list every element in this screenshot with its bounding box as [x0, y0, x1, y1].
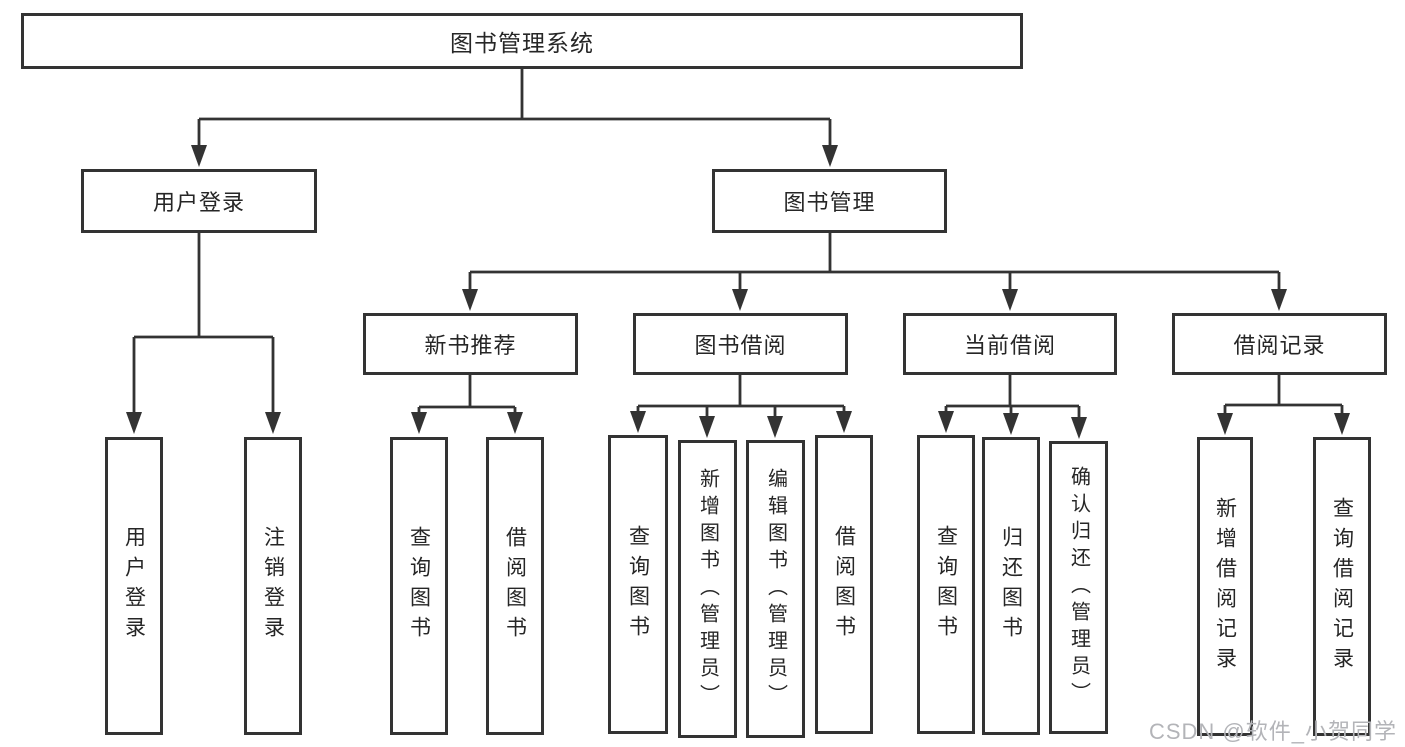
node-book-management-branch: 图书管理 [712, 169, 947, 233]
node-book-borrow: 图书借阅 [633, 313, 848, 375]
leaf-borrow-book-1: 借阅图书 [486, 437, 544, 735]
node-label: 借阅记录 [1233, 333, 1326, 358]
arrowheads [126, 145, 1350, 439]
node-label: 用户登录 [152, 190, 245, 215]
leaf-label: 编辑图书（管理员） [764, 467, 787, 711]
leaf-query-book-1: 查询图书 [390, 437, 448, 735]
leaf-confirm-return-admin: 确认归还（管理员） [1049, 441, 1108, 734]
node-label: 图书管理 [783, 190, 876, 215]
node-root-label: 图书管理系统 [450, 30, 594, 56]
leaf-query-book-2: 查询图书 [608, 435, 668, 734]
leaf-label: 归还图书 [999, 526, 1023, 646]
leaf-label: 查询图书 [626, 524, 650, 645]
leaf-logout: 注销登录 [244, 437, 302, 735]
leaf-query-borrow-record: 查询借阅记录 [1313, 437, 1371, 736]
csdn-watermark: CSDN @软件_小贺同学 [1148, 719, 1397, 744]
leaf-label: 确认归还（管理员） [1067, 466, 1090, 709]
leaf-add-borrow-record: 新增借阅记录 [1197, 437, 1253, 736]
leaf-label: 用户登录 [122, 526, 146, 646]
leaf-label: 查询借阅记录 [1330, 496, 1354, 677]
leaf-return-book: 归还图书 [982, 437, 1040, 735]
node-label: 当前借阅 [963, 333, 1056, 358]
node-borrow-record: 借阅记录 [1172, 313, 1387, 375]
leaf-edit-book-admin: 编辑图书（管理员） [746, 440, 805, 738]
leaf-label: 借阅图书 [832, 524, 856, 645]
leaf-label: 注销登录 [261, 526, 285, 646]
leaf-label: 新增借阅记录 [1213, 496, 1237, 677]
leaf-label: 新增图书（管理员） [696, 467, 719, 711]
leaf-user-login: 用户登录 [105, 437, 163, 735]
leaf-add-book-admin: 新增图书（管理员） [678, 440, 737, 738]
node-label: 新书推荐 [424, 333, 517, 358]
leaf-label: 查询图书 [934, 524, 958, 645]
node-user-login-branch: 用户登录 [81, 169, 317, 233]
leaf-query-book-3: 查询图书 [917, 435, 975, 734]
node-new-book-recommend: 新书推荐 [363, 313, 578, 375]
node-root-system: 图书管理系统 [21, 13, 1023, 69]
leaf-label: 借阅图书 [503, 526, 527, 646]
node-label: 图书借阅 [694, 333, 787, 358]
node-current-borrow: 当前借阅 [903, 313, 1117, 375]
leaf-label: 查询图书 [407, 526, 431, 646]
leaf-borrow-book-2: 借阅图书 [815, 435, 873, 734]
